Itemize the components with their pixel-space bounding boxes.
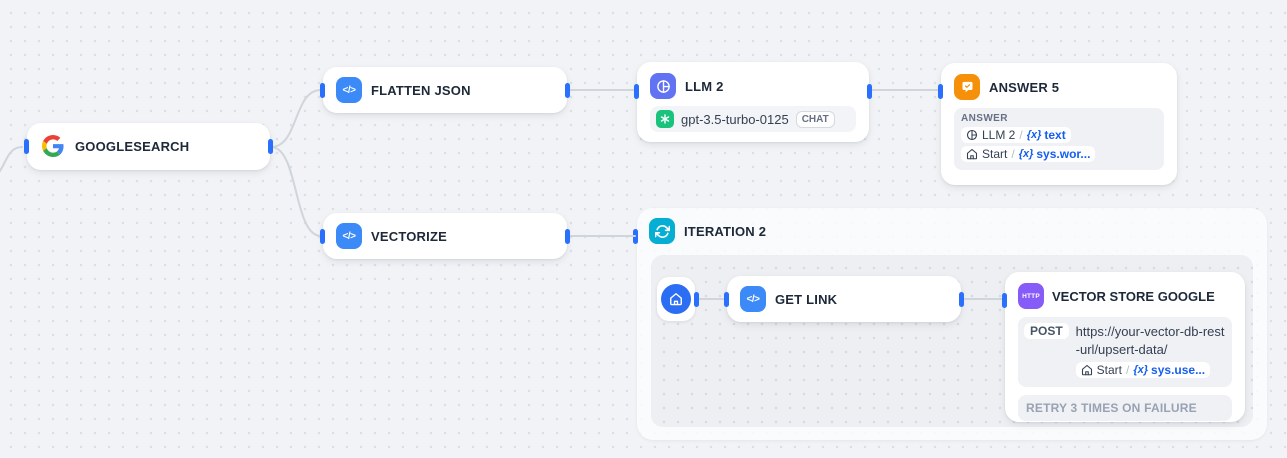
flattenjson-title: FLATTEN JSON [371, 82, 471, 98]
http-request-panel: POST https://your-vector-db-rest-url/ups… [1018, 317, 1232, 387]
code-icon: </> [336, 223, 362, 249]
node-answer-5[interactable]: ANSWER 5 ANSWER LLM 2 / {x}text Start / … [938, 63, 1177, 185]
node-get-link[interactable]: </> GET LINK [724, 276, 964, 322]
node-flatten-json[interactable]: </> FLATTEN JSON [320, 67, 570, 113]
separator: / [1019, 128, 1023, 142]
http-variable-row: Start / {x}sys.use... [1075, 361, 1211, 378]
variable-source: Start [1096, 362, 1123, 377]
llm2-output-handle[interactable] [867, 84, 872, 99]
node-llm-2[interactable]: LLM 2 gpt-3.5-turbo-0125 CHAT [634, 62, 872, 142]
separator: / [1126, 362, 1130, 377]
answer-panel: ANSWER LLM 2 / {x}text Start / {x}sys.wo… [954, 108, 1164, 170]
home-mini-icon [1081, 364, 1093, 376]
http-method-chip: POST [1024, 323, 1069, 339]
llm2-title: LLM 2 [685, 78, 724, 94]
code-icon: </> [740, 286, 766, 312]
model-selector[interactable]: gpt-3.5-turbo-0125 CHAT [650, 106, 856, 132]
answer-panel-label: ANSWER [961, 113, 1008, 124]
model-mode-badge: CHAT [795, 110, 835, 128]
code-icon: </> [336, 77, 362, 103]
variable-name: text [1044, 128, 1066, 142]
variable-source: LLM 2 [982, 128, 1016, 142]
vectorize-output-handle[interactable] [565, 228, 570, 244]
llm-mini-icon [966, 129, 978, 141]
model-name: gpt-3.5-turbo-0125 [681, 111, 789, 127]
variable-source: Start [982, 147, 1008, 161]
iteration-title: ITERATION 2 [684, 223, 767, 239]
iteration-icon [649, 218, 675, 244]
http-icon: HTTP [1018, 283, 1044, 309]
flattenjson-output-handle[interactable] [565, 82, 570, 98]
answer5-title: ANSWER 5 [989, 79, 1060, 95]
home-mini-icon [966, 148, 978, 160]
vectorize-input-handle[interactable] [320, 228, 325, 244]
edge-googlesearch-vectorize[interactable] [270, 146, 322, 237]
googlesearch-output-handle[interactable] [268, 139, 273, 154]
llm-icon [650, 73, 676, 99]
variable-name: sys.use... [1151, 362, 1206, 377]
iteration-start-node[interactable] [657, 277, 699, 321]
edge-incoming-googlesearch[interactable] [0, 146, 23, 178]
answer-variable-row: Start / {x}sys.wor... [961, 146, 1096, 162]
vectorize-title: VECTORIZE [371, 228, 447, 244]
answer-icon [954, 74, 980, 100]
node-vector-store-google[interactable]: HTTP VECTOR STORE GOOGLE POST https://yo… [1002, 272, 1245, 422]
googlesearch-input-handle[interactable] [24, 139, 29, 154]
variable-prefix: {x} [1018, 148, 1034, 160]
node-googlesearch[interactable]: GOOGLESEARCH [24, 123, 273, 170]
googlesearch-title: GOOGLESEARCH [75, 138, 190, 154]
home-icon [661, 284, 691, 314]
iterstart-output-handle[interactable] [694, 291, 699, 307]
flattenjson-input-handle[interactable] [320, 82, 325, 98]
node-vectorize[interactable]: </> VECTORIZE [320, 213, 570, 259]
llm2-input-handle[interactable] [634, 84, 639, 99]
getlink-title: GET LINK [775, 291, 838, 307]
getlink-output-handle[interactable] [959, 291, 964, 307]
getlink-input-handle[interactable] [724, 291, 729, 307]
variable-prefix: {x} [1133, 363, 1149, 376]
retry-status-bar: RETRY 3 TIMES ON FAILURE [1018, 394, 1232, 421]
edge-googlesearch-flattenjson[interactable] [270, 89, 322, 148]
google-icon [40, 133, 66, 159]
http-url: https://your-vector-db-rest-url/upsert-d… [1075, 324, 1225, 357]
variable-prefix: {x} [1026, 129, 1042, 141]
vectorstore-title: VECTOR STORE GOOGLE [1052, 288, 1215, 304]
answer5-input-handle[interactable] [938, 84, 943, 99]
separator: / [1011, 147, 1015, 161]
answer-variable-row: LLM 2 / {x}text [961, 127, 1071, 143]
vectorstore-input-handle[interactable] [1002, 293, 1007, 308]
variable-name: sys.wor... [1036, 147, 1091, 161]
openai-icon [656, 110, 674, 128]
